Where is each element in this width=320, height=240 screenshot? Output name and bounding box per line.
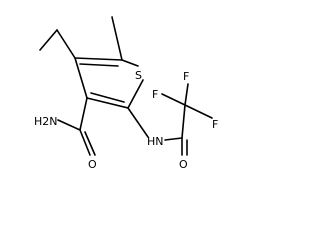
atom-amine-nh2: H2N xyxy=(34,115,58,128)
bond-ring-c4-c5-double xyxy=(79,63,119,67)
atom-fluorine-1: F xyxy=(152,88,158,101)
atom-sulfur: S xyxy=(135,69,142,82)
bond-ring-c5-s xyxy=(121,59,139,67)
bond-ring-c2-c3 xyxy=(86,97,129,109)
bond-carbonyl-o-double xyxy=(84,131,96,156)
bond-carbonyl-o xyxy=(79,129,91,156)
molecule-structure: S H2N O HN O F F F xyxy=(34,16,218,171)
bond-ring-c3-c4 xyxy=(74,57,88,99)
atom-fluorine-3: F xyxy=(212,118,218,131)
bond-nh-carbonyl xyxy=(164,137,183,141)
bond-ring-s-c2 xyxy=(127,79,144,109)
bond-c2-nh xyxy=(127,107,149,138)
atom-carbonyl-oxygen: O xyxy=(88,158,97,171)
bond-carbonyl-n xyxy=(57,119,81,131)
bond-cf3-f1 xyxy=(161,93,186,106)
bond-cf3-f3 xyxy=(184,104,213,119)
bond-cf3-f2 xyxy=(184,83,189,106)
bond-c3-carbonyl xyxy=(79,97,88,131)
atom-amide-nh: HN xyxy=(147,135,164,148)
bond-ethyl-ch3 xyxy=(39,29,58,51)
bond-ring-c2-c3-double xyxy=(90,92,125,103)
atom-fluorine-2: F xyxy=(183,70,189,83)
atom-amide-oxygen: O xyxy=(179,158,188,171)
bond-ethyl-ch2 xyxy=(56,29,76,59)
bond-carbonyl-cf3 xyxy=(181,104,186,139)
bond-ring-c4-c5 xyxy=(74,57,123,61)
bond-methyl xyxy=(111,16,123,61)
